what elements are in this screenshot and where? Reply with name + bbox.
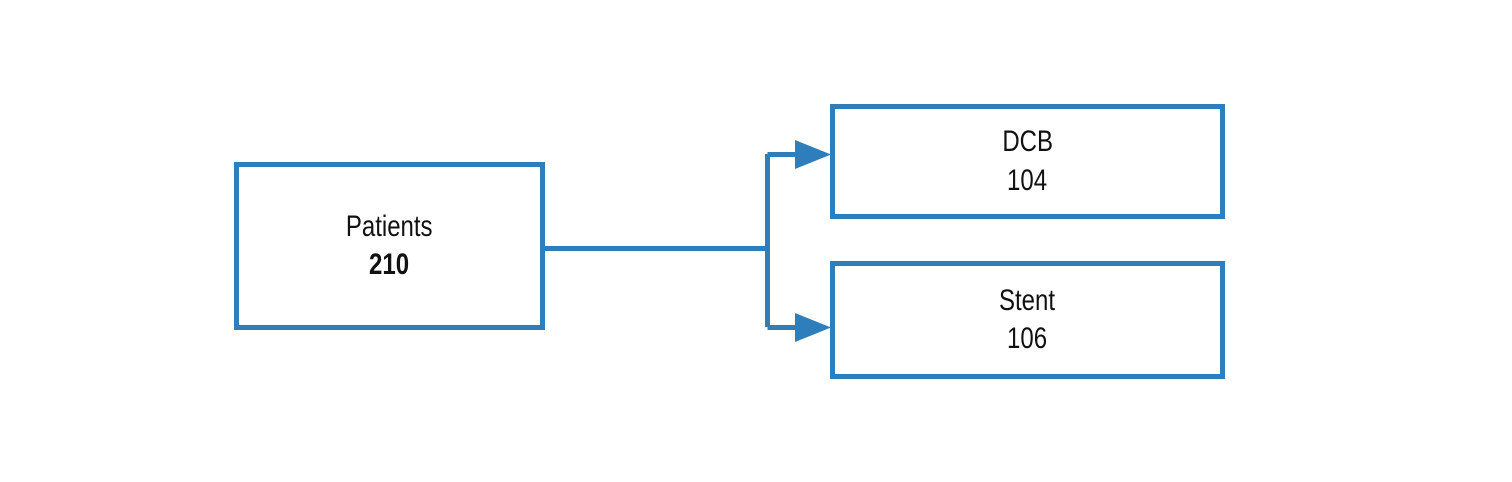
node-patients-label: Patients xyxy=(346,209,433,243)
node-patients[interactable]: Patients 210 xyxy=(234,162,545,330)
node-dcb-label: DCB xyxy=(1002,125,1053,159)
node-dcb[interactable]: DCB 104 xyxy=(830,104,1225,219)
node-stent[interactable]: Stent 106 xyxy=(830,261,1225,379)
arrowhead-to-dcb-icon xyxy=(795,140,831,169)
node-patients-count: 210 xyxy=(369,248,410,281)
node-stent-count: 106 xyxy=(1007,322,1048,355)
node-dcb-count: 104 xyxy=(1007,163,1048,197)
node-stent-label: Stent xyxy=(999,283,1056,317)
arrowhead-to-stent-icon xyxy=(795,313,831,342)
